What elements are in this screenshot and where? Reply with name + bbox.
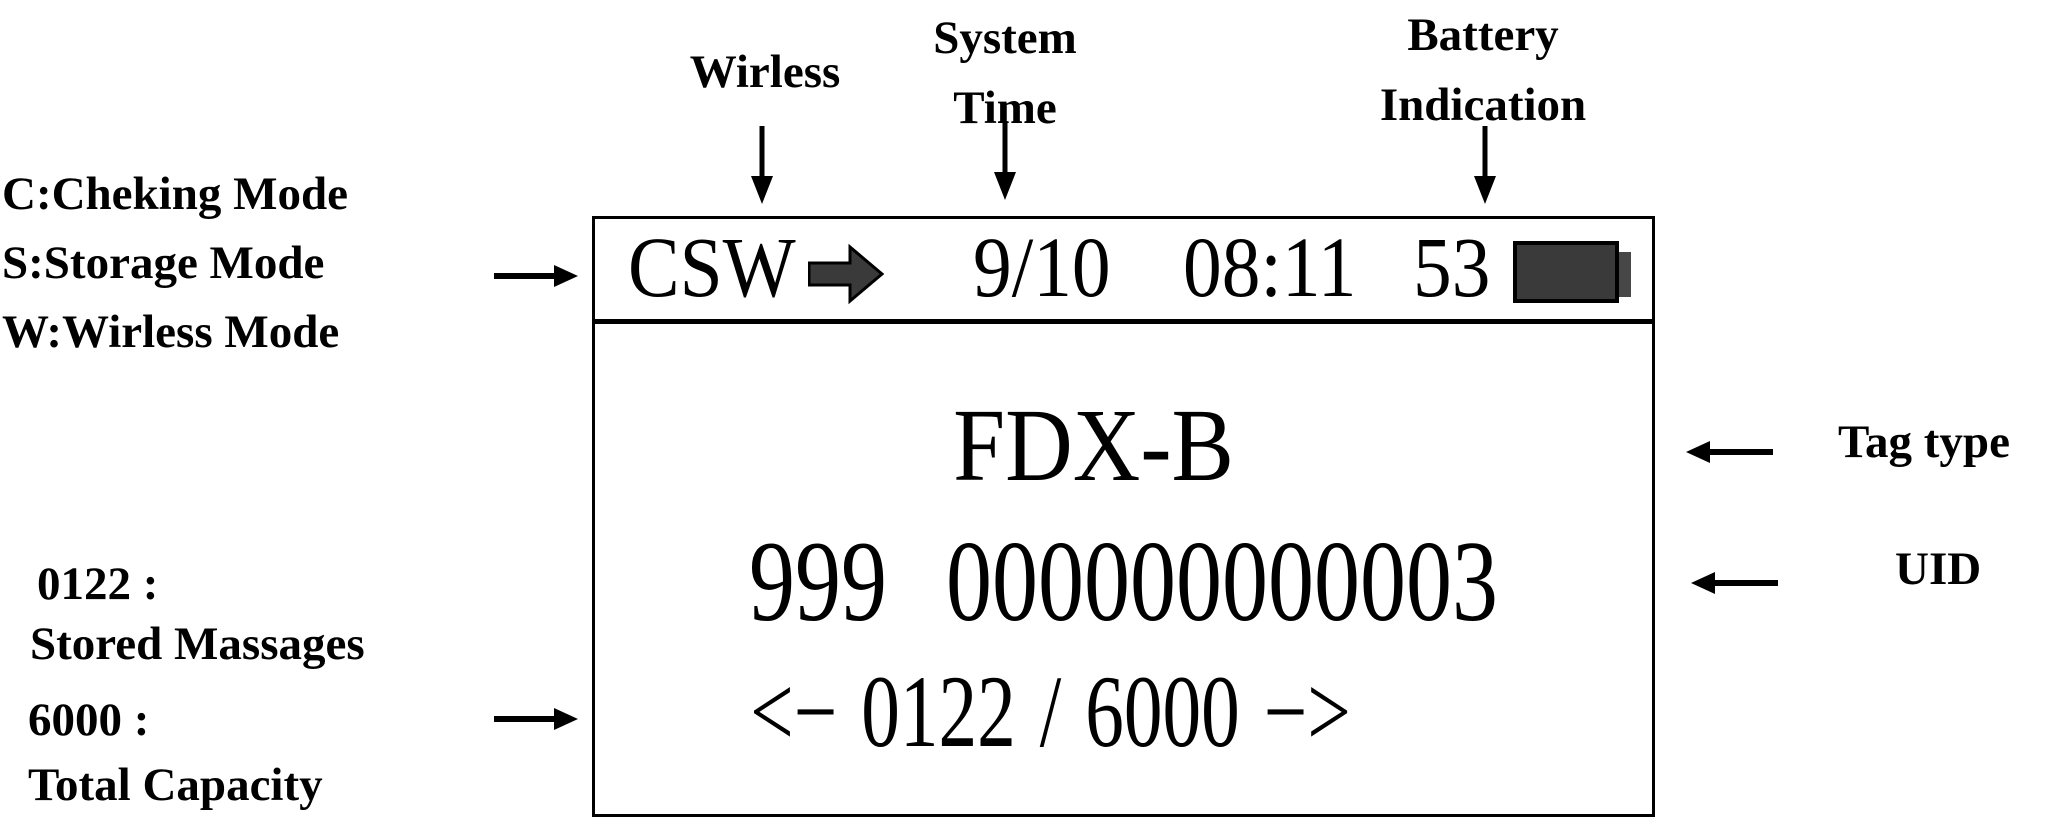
uid-text: 999 000000000003 bbox=[749, 518, 1498, 645]
battery-terminal bbox=[1619, 252, 1631, 297]
device-screen: CSW 9/10 08:11 53 FDX-B 999 000000000003… bbox=[592, 216, 1655, 817]
tag-type-text: FDX-B bbox=[953, 388, 1234, 503]
battery-icon bbox=[1513, 241, 1631, 303]
down-arrow-icon bbox=[748, 126, 776, 209]
system-time-line1: System bbox=[933, 12, 1077, 64]
wireless-icon bbox=[807, 243, 885, 305]
uid-callout-label: UID bbox=[1895, 543, 1982, 595]
pager-prev-arrow[interactable]: <− bbox=[750, 655, 838, 769]
pager-next-arrow[interactable]: −> bbox=[1263, 655, 1351, 769]
time-text: 08:11 bbox=[1183, 219, 1357, 315]
right-arrow-icon bbox=[494, 705, 578, 738]
left-arrow-icon bbox=[1683, 569, 1778, 602]
total-capacity-value: 6000 : bbox=[28, 694, 150, 746]
down-arrow-icon bbox=[991, 122, 1019, 205]
pager-current-count: 0122 bbox=[861, 655, 1016, 769]
battery-percent-text: 53 bbox=[1413, 219, 1491, 315]
date-text: 9/10 bbox=[973, 219, 1111, 315]
stored-messages-label: Stored Massages bbox=[30, 618, 365, 670]
record-pager: <− 0122 / 6000 −> bbox=[654, 661, 1447, 764]
mode-legend: C:Cheking Mode S:Storage Mode W:Wirless … bbox=[2, 160, 348, 367]
mode-legend-wireless: W:Wirless Mode bbox=[2, 306, 340, 358]
battery-line1: Battery bbox=[1407, 9, 1559, 61]
down-arrow-icon bbox=[1471, 126, 1499, 209]
wireless-callout-label: Wirless bbox=[689, 46, 841, 98]
mode-indicator-text: CSW bbox=[628, 219, 796, 315]
pager-total-count: 6000 bbox=[1085, 655, 1240, 769]
status-bar: CSW 9/10 08:11 53 bbox=[595, 219, 1652, 324]
battery-body bbox=[1513, 241, 1619, 303]
battery-callout-label: Battery Indication bbox=[1373, 0, 1593, 140]
stored-messages-value: 0122 : bbox=[37, 558, 159, 610]
battery-line2: Indication bbox=[1379, 79, 1587, 131]
mode-legend-storage: S:Storage Mode bbox=[2, 237, 325, 289]
pager-divider: / bbox=[1039, 655, 1062, 769]
tag-type-callout-label: Tag type bbox=[1838, 416, 2010, 468]
total-capacity-label: Total Capacity bbox=[28, 759, 323, 811]
left-arrow-icon bbox=[1678, 438, 1773, 471]
right-arrow-icon bbox=[494, 262, 578, 295]
mode-legend-checking: C:Cheking Mode bbox=[2, 168, 348, 220]
system-time-callout-label: System Time bbox=[905, 3, 1105, 143]
